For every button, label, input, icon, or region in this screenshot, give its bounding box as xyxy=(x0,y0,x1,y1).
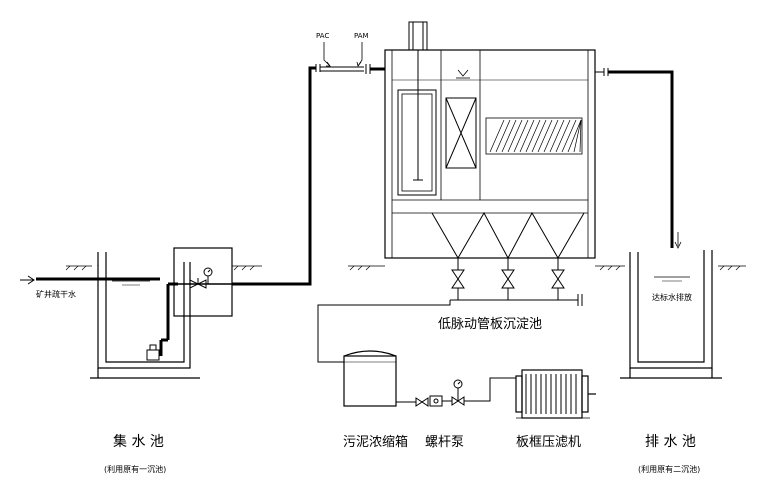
outflow-label: 达标水排放 xyxy=(652,292,692,302)
screw-pump-label: 螺杆泵 xyxy=(425,435,464,450)
tube-plate-line xyxy=(507,119,523,153)
sludge-pipe xyxy=(317,294,583,363)
tube-plate-line xyxy=(573,119,582,153)
collection-tank-note: (利用原有一沉池) xyxy=(104,464,166,474)
screw-pump-discharge xyxy=(451,377,516,406)
pam-dosing-line xyxy=(356,42,363,67)
tube-plate-line xyxy=(531,119,547,153)
pump-riser-pipe xyxy=(159,282,178,356)
tube-plate-pack xyxy=(485,117,583,155)
collection-tank-label: 集 水 池 xyxy=(113,433,164,450)
sludge-valve-3 xyxy=(551,265,565,300)
water-level-marker xyxy=(456,69,470,79)
tube-plate-line xyxy=(519,119,535,153)
discharge-tank xyxy=(620,250,746,379)
mixing-box xyxy=(445,97,477,169)
tube-plate-line xyxy=(567,119,582,153)
filter-press-label: 板框压滤机 xyxy=(516,435,581,450)
pressure-gauge-icon xyxy=(203,267,213,277)
sludge-valve-2 xyxy=(501,265,515,300)
sludge-hoppers xyxy=(431,211,585,265)
tube-plate-line xyxy=(543,119,559,153)
tube-plate-line xyxy=(501,119,517,153)
tube-plate-line xyxy=(495,119,511,153)
sludge-thickener xyxy=(343,350,412,407)
settling-tank xyxy=(384,49,596,259)
pam-label: PAM xyxy=(354,32,369,40)
tube-plate-line xyxy=(555,119,571,153)
pump-house-piping xyxy=(178,276,232,289)
tube-plate-line xyxy=(561,119,577,153)
pac-dosing-line xyxy=(323,42,331,67)
pump-house xyxy=(173,247,262,317)
effluent-pipe xyxy=(595,68,682,249)
discharge-tank-note: (利用原有二沉池) xyxy=(638,464,700,474)
settling-tank-label: 低脉动管板沉淀池 xyxy=(438,317,542,332)
dosing-mixer xyxy=(315,64,385,74)
screw-pump-icon xyxy=(412,395,452,407)
screw-pump-gauge-icon xyxy=(453,379,463,389)
filter-press-plates xyxy=(525,374,577,414)
sludge-valve-1 xyxy=(451,265,465,300)
collection-tank xyxy=(65,252,200,379)
filter-press xyxy=(515,369,596,419)
tube-plate-line xyxy=(489,119,505,153)
submersible-pump-icon xyxy=(146,344,160,361)
settling-ground xyxy=(348,265,625,271)
pac-label: PAC xyxy=(316,32,329,40)
sludge-thickener-label: 污泥浓缩箱 xyxy=(343,434,408,450)
feed-pipe xyxy=(232,66,316,286)
inflow-label: 矿井疏干水 xyxy=(36,289,76,299)
tube-plate-hatching xyxy=(489,119,582,153)
tube-plate-line xyxy=(513,119,529,153)
tube-plate-line xyxy=(579,119,582,153)
tube-plate-line xyxy=(525,119,541,153)
tube-plate-line xyxy=(537,119,553,153)
discharge-tank-label: 排 水 池 xyxy=(645,434,696,450)
agitator-motor-icon xyxy=(408,21,428,181)
tube-plate-line xyxy=(549,119,565,153)
reaction-zone xyxy=(397,89,437,196)
inflow-pipe xyxy=(20,275,160,285)
